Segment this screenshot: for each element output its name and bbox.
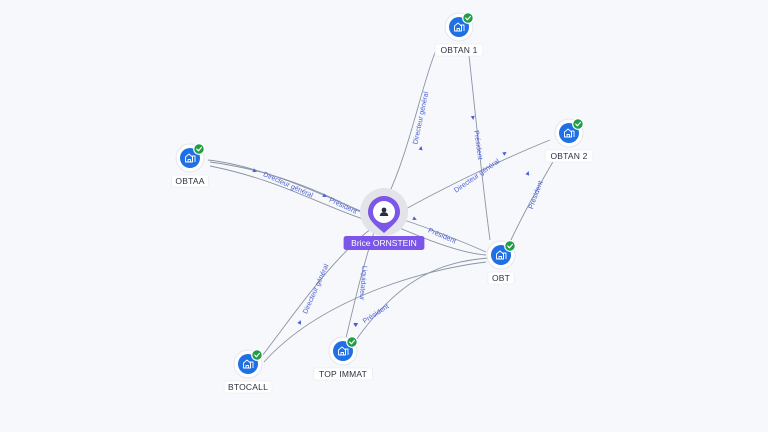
company-building-icon <box>496 250 507 260</box>
edge-brice-obtan1[interactable] <box>385 49 437 201</box>
edge-label-brice-topimmat: Liquidateur <box>358 265 368 301</box>
person-icon <box>379 207 389 216</box>
verified-check-icon <box>251 349 263 361</box>
arrow-marker-icon <box>297 320 302 325</box>
edge-label-obt-obtan2: Président <box>528 180 545 210</box>
edge-label-obt-obtan1: Président <box>472 130 483 160</box>
verified-check-icon <box>462 12 474 24</box>
edge-obt-btocall[interactable] <box>263 261 487 363</box>
node-obtaa[interactable]: OBTAA <box>171 143 209 188</box>
arrow-marker-icon <box>252 168 257 173</box>
node-label-obtaa: OBTAA <box>175 176 204 186</box>
node-label-bg <box>487 271 515 285</box>
node-btocall[interactable]: BTOCALL <box>223 349 273 394</box>
arrow-marker-icon <box>470 115 475 120</box>
arrow-marker-icon <box>418 146 423 151</box>
edge-brice-obtan2[interactable] <box>403 139 551 211</box>
verified-check-icon <box>504 240 516 252</box>
edge-label-obt-topimmat: Président <box>362 303 391 325</box>
arrow-marker-icon <box>502 151 507 156</box>
company-building-icon <box>185 153 196 163</box>
company-building-icon <box>338 346 349 356</box>
verified-check-icon <box>193 143 205 155</box>
edge-label-brice-obtaa: Président <box>328 197 358 216</box>
node-label-bg <box>434 43 484 57</box>
node-label-bg <box>171 174 209 188</box>
node-label-obtan2: OBTAN 2 <box>550 151 587 161</box>
node-label-obt: OBT <box>492 273 510 283</box>
edge-label-brice-obtaa: Directeur général <box>262 171 314 199</box>
node-label-bg <box>313 367 373 381</box>
company-building-icon <box>564 128 575 138</box>
edge-obt-obtan1[interactable] <box>467 45 491 241</box>
edge-label-brice-btocall: Directeur général <box>302 263 330 315</box>
arrow-marker-icon <box>525 171 530 176</box>
node-label-obtan1: OBTAN 1 <box>440 45 477 55</box>
edge-obt-topimmat[interactable] <box>355 257 489 341</box>
node-label-bg <box>223 380 273 394</box>
node-obtan2[interactable]: OBTAN 2 <box>544 118 594 163</box>
verified-check-icon <box>572 118 584 130</box>
node-obtan1[interactable]: OBTAN 1 <box>434 12 484 57</box>
arrow-marker-icon <box>322 193 327 197</box>
nodes-layer: OBTAN 1 OBTAN 2 OBTAA OBT BTOCALL TOP IMMAT Br… <box>171 12 594 394</box>
edge-label-brice-obt: Président <box>427 227 457 245</box>
edge-obt-obtaa[interactable] <box>207 159 487 256</box>
edge-brice-obtaa[interactable] <box>209 165 367 221</box>
node-label-topimmat: TOP IMMAT <box>319 369 367 379</box>
node-topimmat[interactable]: TOP IMMAT <box>313 336 373 381</box>
node-person-brice[interactable]: Brice ORNSTEIN <box>343 188 425 250</box>
edge-brice-obt[interactable] <box>403 219 487 253</box>
person-label-bg <box>343 236 425 250</box>
node-label-bg <box>544 149 594 163</box>
node-obt[interactable]: OBT <box>486 240 516 285</box>
node-label-btocall: BTOCALL <box>228 382 268 392</box>
verified-check-icon <box>346 336 358 348</box>
edge-label-brice-obtan2: Directeur général <box>453 158 501 195</box>
arrow-marker-icon <box>412 216 417 221</box>
arrow-marker-icon <box>353 322 358 327</box>
company-building-icon <box>454 22 465 32</box>
company-building-icon <box>243 359 254 369</box>
person-label: Brice ORNSTEIN <box>351 238 417 248</box>
